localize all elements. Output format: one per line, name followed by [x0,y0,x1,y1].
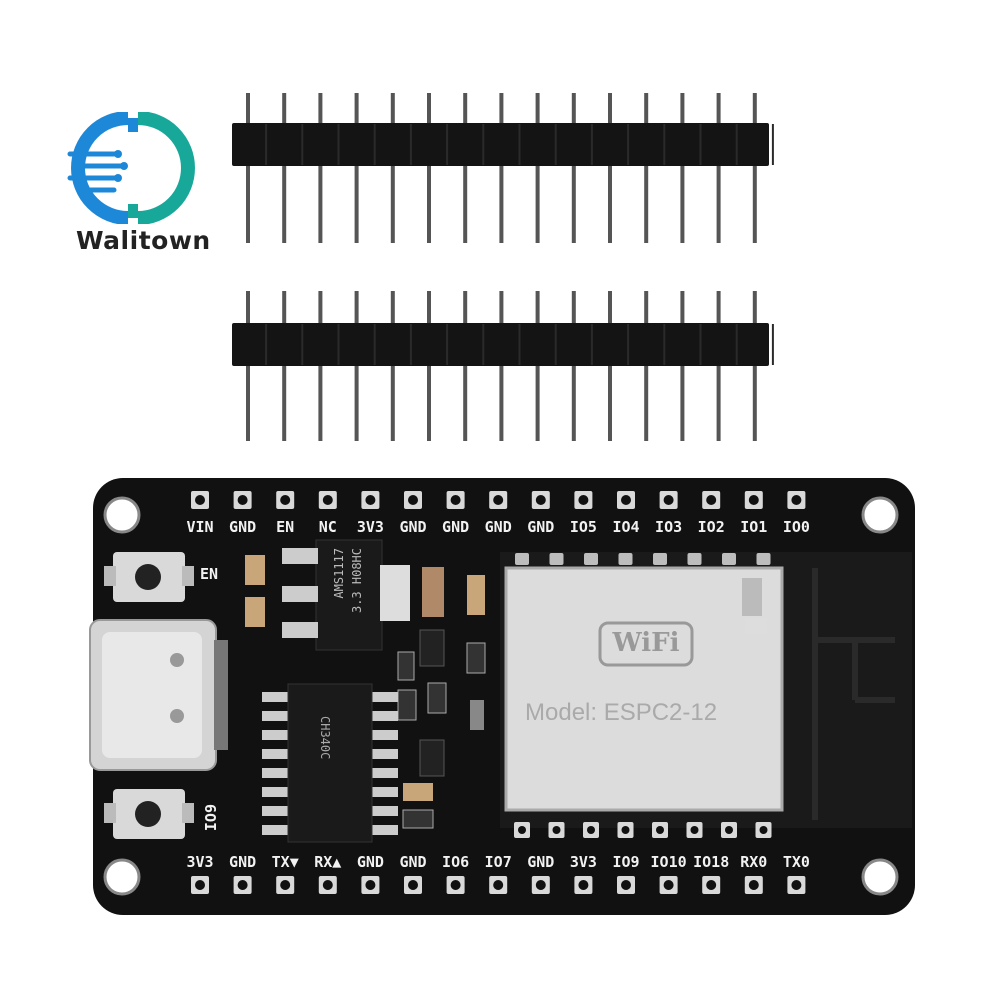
pin-label: IO3 [655,518,683,536]
pin-label: GND [527,518,555,536]
header-pin [680,93,685,243]
brand-logo [67,112,195,224]
header-pin [644,93,649,243]
mount-hole [861,496,899,534]
pin-label: TX0 [782,853,810,871]
brand-name: Walitown [76,226,211,255]
header-pin [282,93,287,243]
header-pin [463,93,468,243]
mount-hole [103,496,141,534]
pin-label: IO7 [484,853,512,871]
usb-chip-text: CH340C [318,716,332,760]
pin-label: GND [399,518,427,536]
pin-label: RX▲ [314,853,342,871]
pin-header [232,291,774,441]
logo-mark-icon [67,112,195,224]
pin-label: IO0 [782,518,810,536]
pin-label: IO5 [569,518,597,536]
pin-label: IO1 [740,518,768,536]
io9-button-label: IO9 [202,804,220,832]
pin-header [232,93,774,243]
en-button[interactable] [104,552,194,602]
pin-label: GND [399,853,427,871]
header-pin [318,93,323,243]
mount-hole [103,858,141,896]
pin-label: NC [318,518,337,536]
pin-label: IO4 [612,518,640,536]
module-model-text: Model: ESPC2-12 [525,699,718,726]
voltage-regulator [282,539,410,651]
pin-label: GND [527,853,555,871]
header-pin [716,93,721,243]
usb-c-port[interactable] [89,619,228,771]
pin-label: VIN [186,518,214,536]
passive-components [245,555,486,829]
pin-label: GND [442,518,470,536]
regulator-text-2: 3.3 H08HC [350,548,364,614]
pin-label: 3V3 [186,853,214,871]
mount-hole [861,858,899,896]
pin-label: IO9 [612,853,640,871]
header-pin [246,93,250,243]
pin-label: TX▼ [271,853,299,871]
regulator-text-1: AMS1117 [332,548,346,599]
pin-label: EN [276,518,295,536]
pin-label: GND [229,518,257,536]
header-pin [571,93,576,243]
pin-label: GND [356,853,384,871]
pin-label: IO18 [693,853,730,871]
wifi-module [500,552,912,828]
io9-button[interactable] [104,789,194,839]
pin-label: IO10 [650,853,687,871]
header-pin [752,93,757,243]
pin-label: 3V3 [569,853,597,871]
header-pin [354,93,359,243]
dev-board [89,478,915,915]
header-pin [390,93,395,243]
header-pin [427,93,431,243]
header-pin [608,93,612,243]
pin-label: GND [484,518,512,536]
pin-label: IO6 [442,853,470,871]
header-pin [499,93,504,243]
module-wifi-logo: WiFi [612,628,680,658]
usb-serial-chip [262,683,398,843]
pin-label: 3V3 [356,518,384,536]
pin-label: RX0 [740,853,768,871]
pin-label: IO2 [697,518,725,536]
header-pin [535,93,540,243]
en-button-label: EN [200,565,219,583]
pin-label: GND [229,853,257,871]
